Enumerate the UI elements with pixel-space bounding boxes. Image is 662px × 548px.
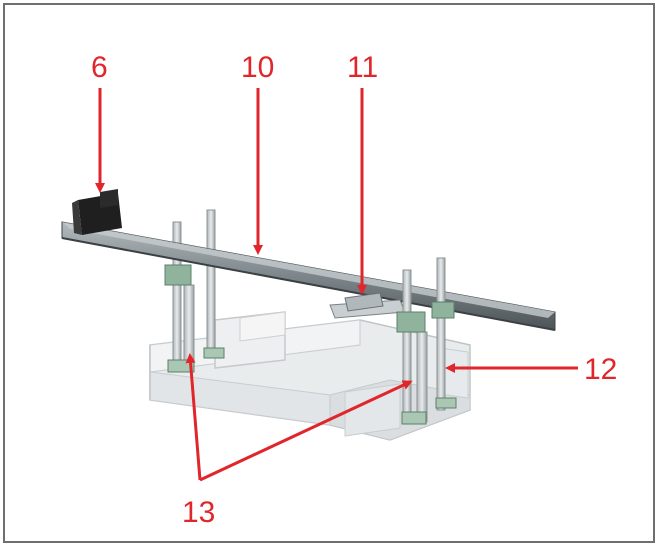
callout-leaders xyxy=(95,88,578,482)
post-group-right xyxy=(396,257,457,425)
callout-11: 11 xyxy=(347,51,378,84)
callout-13: 13 xyxy=(182,496,215,529)
post-group-left xyxy=(164,209,225,373)
transparent-base xyxy=(149,311,471,441)
carriage xyxy=(329,292,406,319)
callout-6: 6 xyxy=(91,51,108,84)
leader-13a xyxy=(185,353,202,481)
callout-12: 12 xyxy=(584,353,617,386)
linear-rail xyxy=(61,221,556,331)
motor-block xyxy=(72,189,122,235)
callout-10: 10 xyxy=(241,51,274,84)
leader-13b xyxy=(199,380,413,482)
